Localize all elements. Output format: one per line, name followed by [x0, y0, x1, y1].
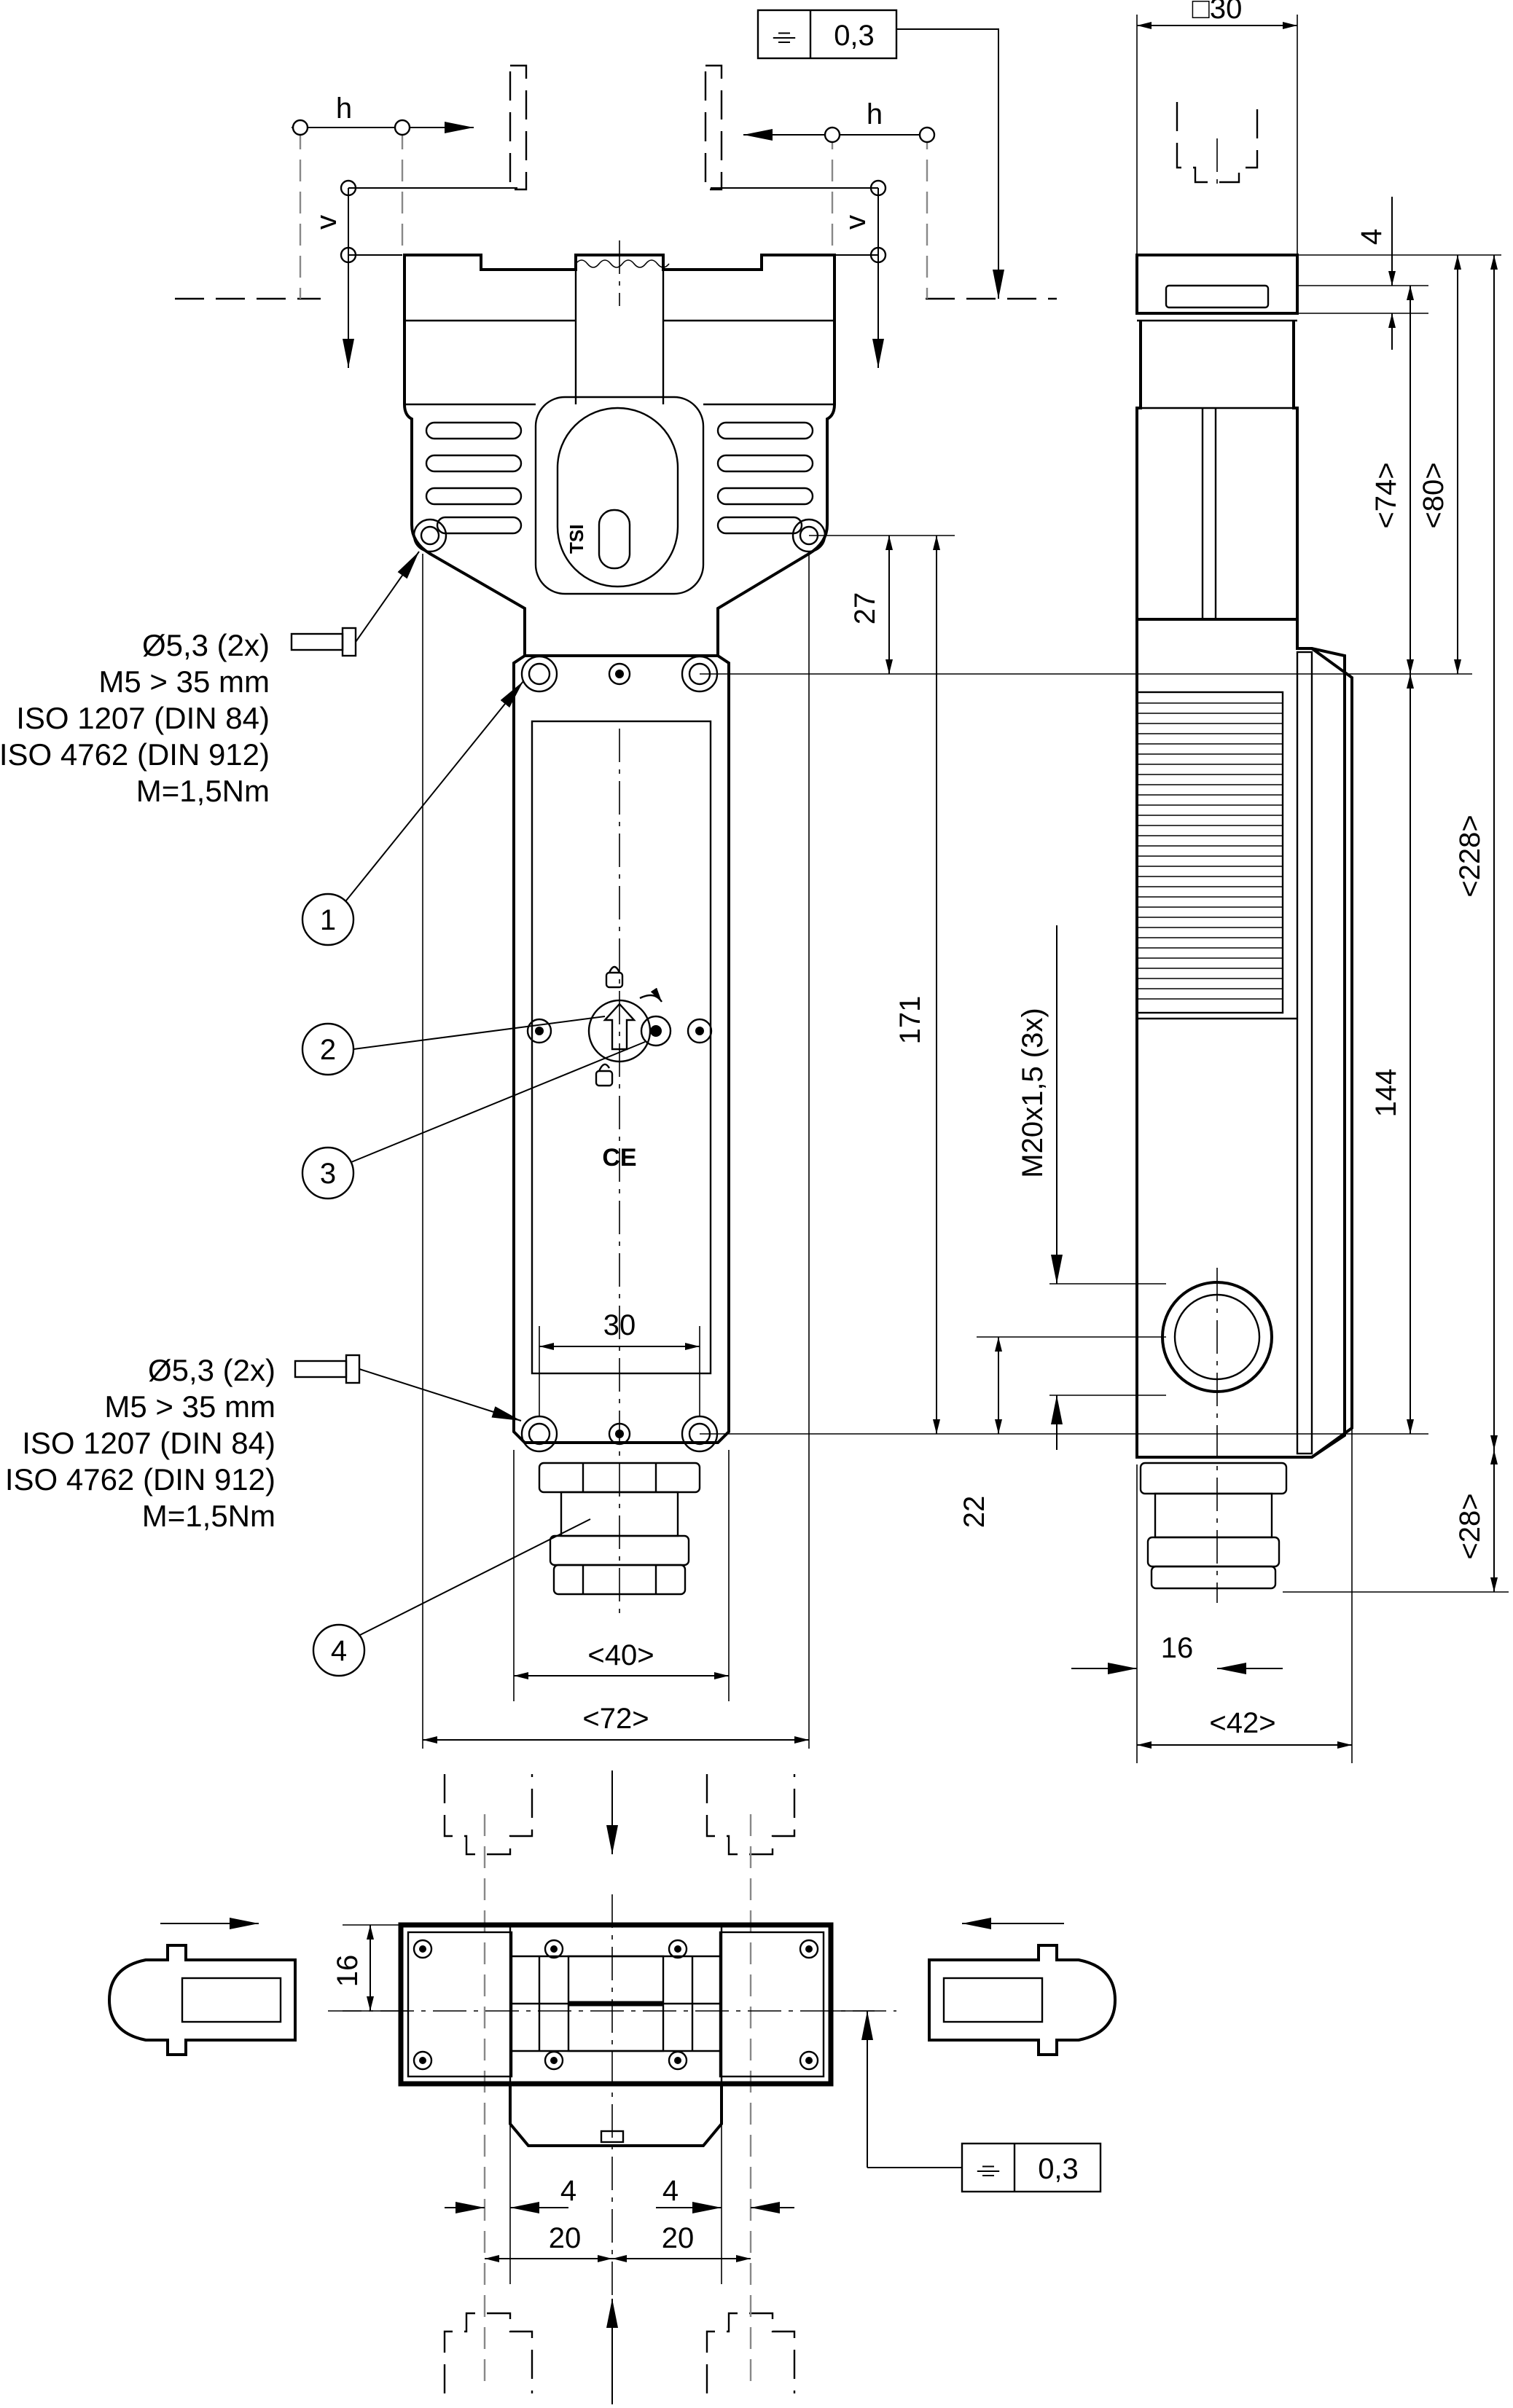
square-dim: □30	[1192, 0, 1243, 25]
screw-bottom-line-3: ISO 1207 (DIN 84)	[22, 1426, 275, 1460]
tolerance-value-bottom: 0,3	[1038, 2153, 1079, 2185]
dim-22: 22	[958, 1496, 990, 1529]
screw-note-top: Ø5,3 (2x) M5 > 35 mm ISO 1207 (DIN 84) I…	[0, 551, 420, 808]
screw-top-line-1: Ø5,3 (2x)	[142, 628, 270, 662]
thread-dimensions: M20x1,5 (3x) 22	[958, 925, 1166, 1528]
front-view: TSI CE	[403, 240, 836, 1614]
screw-bottom-line-4: ISO 4762 (DIN 912)	[5, 1462, 275, 1497]
screw-bottom-line-5: M=1,5Nm	[142, 1499, 275, 1533]
side-view: □30	[1135, 0, 1353, 1603]
bottom-dim-4b: 4	[662, 2175, 679, 2207]
side-dim-74: <74>	[1370, 462, 1402, 528]
dim-72: <72>	[582, 1703, 649, 1735]
side-dim-80: <80>	[1418, 462, 1450, 528]
side-dim-28: <28>	[1454, 1493, 1486, 1559]
v-letter-right: v	[840, 215, 872, 230]
bottom-dim-4a: 4	[560, 2175, 576, 2207]
callouts: 1 2 3 4	[301, 681, 646, 1677]
front-dimensions: 27 171 30 <40> <72>	[422, 535, 1472, 1749]
dim-40: <40>	[587, 1639, 654, 1671]
screw-note-bottom: Ø5,3 (2x) M5 > 35 mm ISO 1207 (DIN 84) I…	[5, 1353, 522, 1533]
screw-top-line-2: M5 > 35 mm	[98, 664, 270, 699]
dim-171: 171	[894, 996, 926, 1045]
dim-27: 27	[849, 592, 881, 625]
screw-bottom-line-1: Ø5,3 (2x)	[148, 1353, 275, 1387]
h-letter-right: h	[867, 98, 883, 130]
actuator-approach-marks: h v h v	[175, 64, 936, 368]
callout-1: 1	[320, 904, 336, 936]
tolerance-box-top: ⌯ 0,3	[756, 9, 1057, 300]
bottom-dim-20b: 20	[662, 2222, 695, 2254]
bottom-dim-20a: 20	[549, 2222, 582, 2254]
tolerance-symbol-bottom: ⌯	[977, 2153, 1000, 2185]
side-dim-228: <228>	[1454, 815, 1486, 897]
callout-3: 3	[320, 1158, 336, 1190]
bottom-dimensions: 16 4 4 20 20	[332, 1924, 794, 2284]
side-dim-16: 16	[1161, 1632, 1194, 1664]
screw-top-line-3: ISO 1207 (DIN 84)	[16, 701, 270, 735]
tolerance-value-top: 0,3	[834, 20, 875, 52]
side-dimensions: 4 <74> <80> <228> 144 <28> 16 <42>	[1071, 197, 1509, 1763]
callout-2: 2	[320, 1034, 336, 1066]
side-dim-4: 4	[1356, 229, 1388, 245]
tolerance-box-bottom: ⌯ 0,3	[831, 2010, 1102, 2193]
callout-4: 4	[331, 1635, 347, 1667]
screw-top-line-4: ISO 4762 (DIN 912)	[0, 737, 270, 772]
bottom-dim-16: 16	[332, 1955, 364, 1988]
bottom-view	[107, 1770, 1117, 2404]
side-dim-42: <42>	[1209, 1707, 1275, 1739]
screw-top-line-5: M=1,5Nm	[136, 774, 270, 808]
thread-label: M20x1,5 (3x)	[1017, 1008, 1049, 1177]
v-letter-left: v	[310, 215, 343, 230]
dim-30: 30	[603, 1309, 636, 1341]
ribbed-section	[1135, 691, 1284, 1014]
side-dim-144: 144	[1370, 1069, 1402, 1118]
h-letter-left: h	[336, 93, 352, 125]
screw-bottom-line-2: M5 > 35 mm	[104, 1389, 275, 1424]
svg-text:TSI: TSI	[566, 525, 587, 554]
tolerance-symbol-top: ⌯	[773, 20, 796, 52]
